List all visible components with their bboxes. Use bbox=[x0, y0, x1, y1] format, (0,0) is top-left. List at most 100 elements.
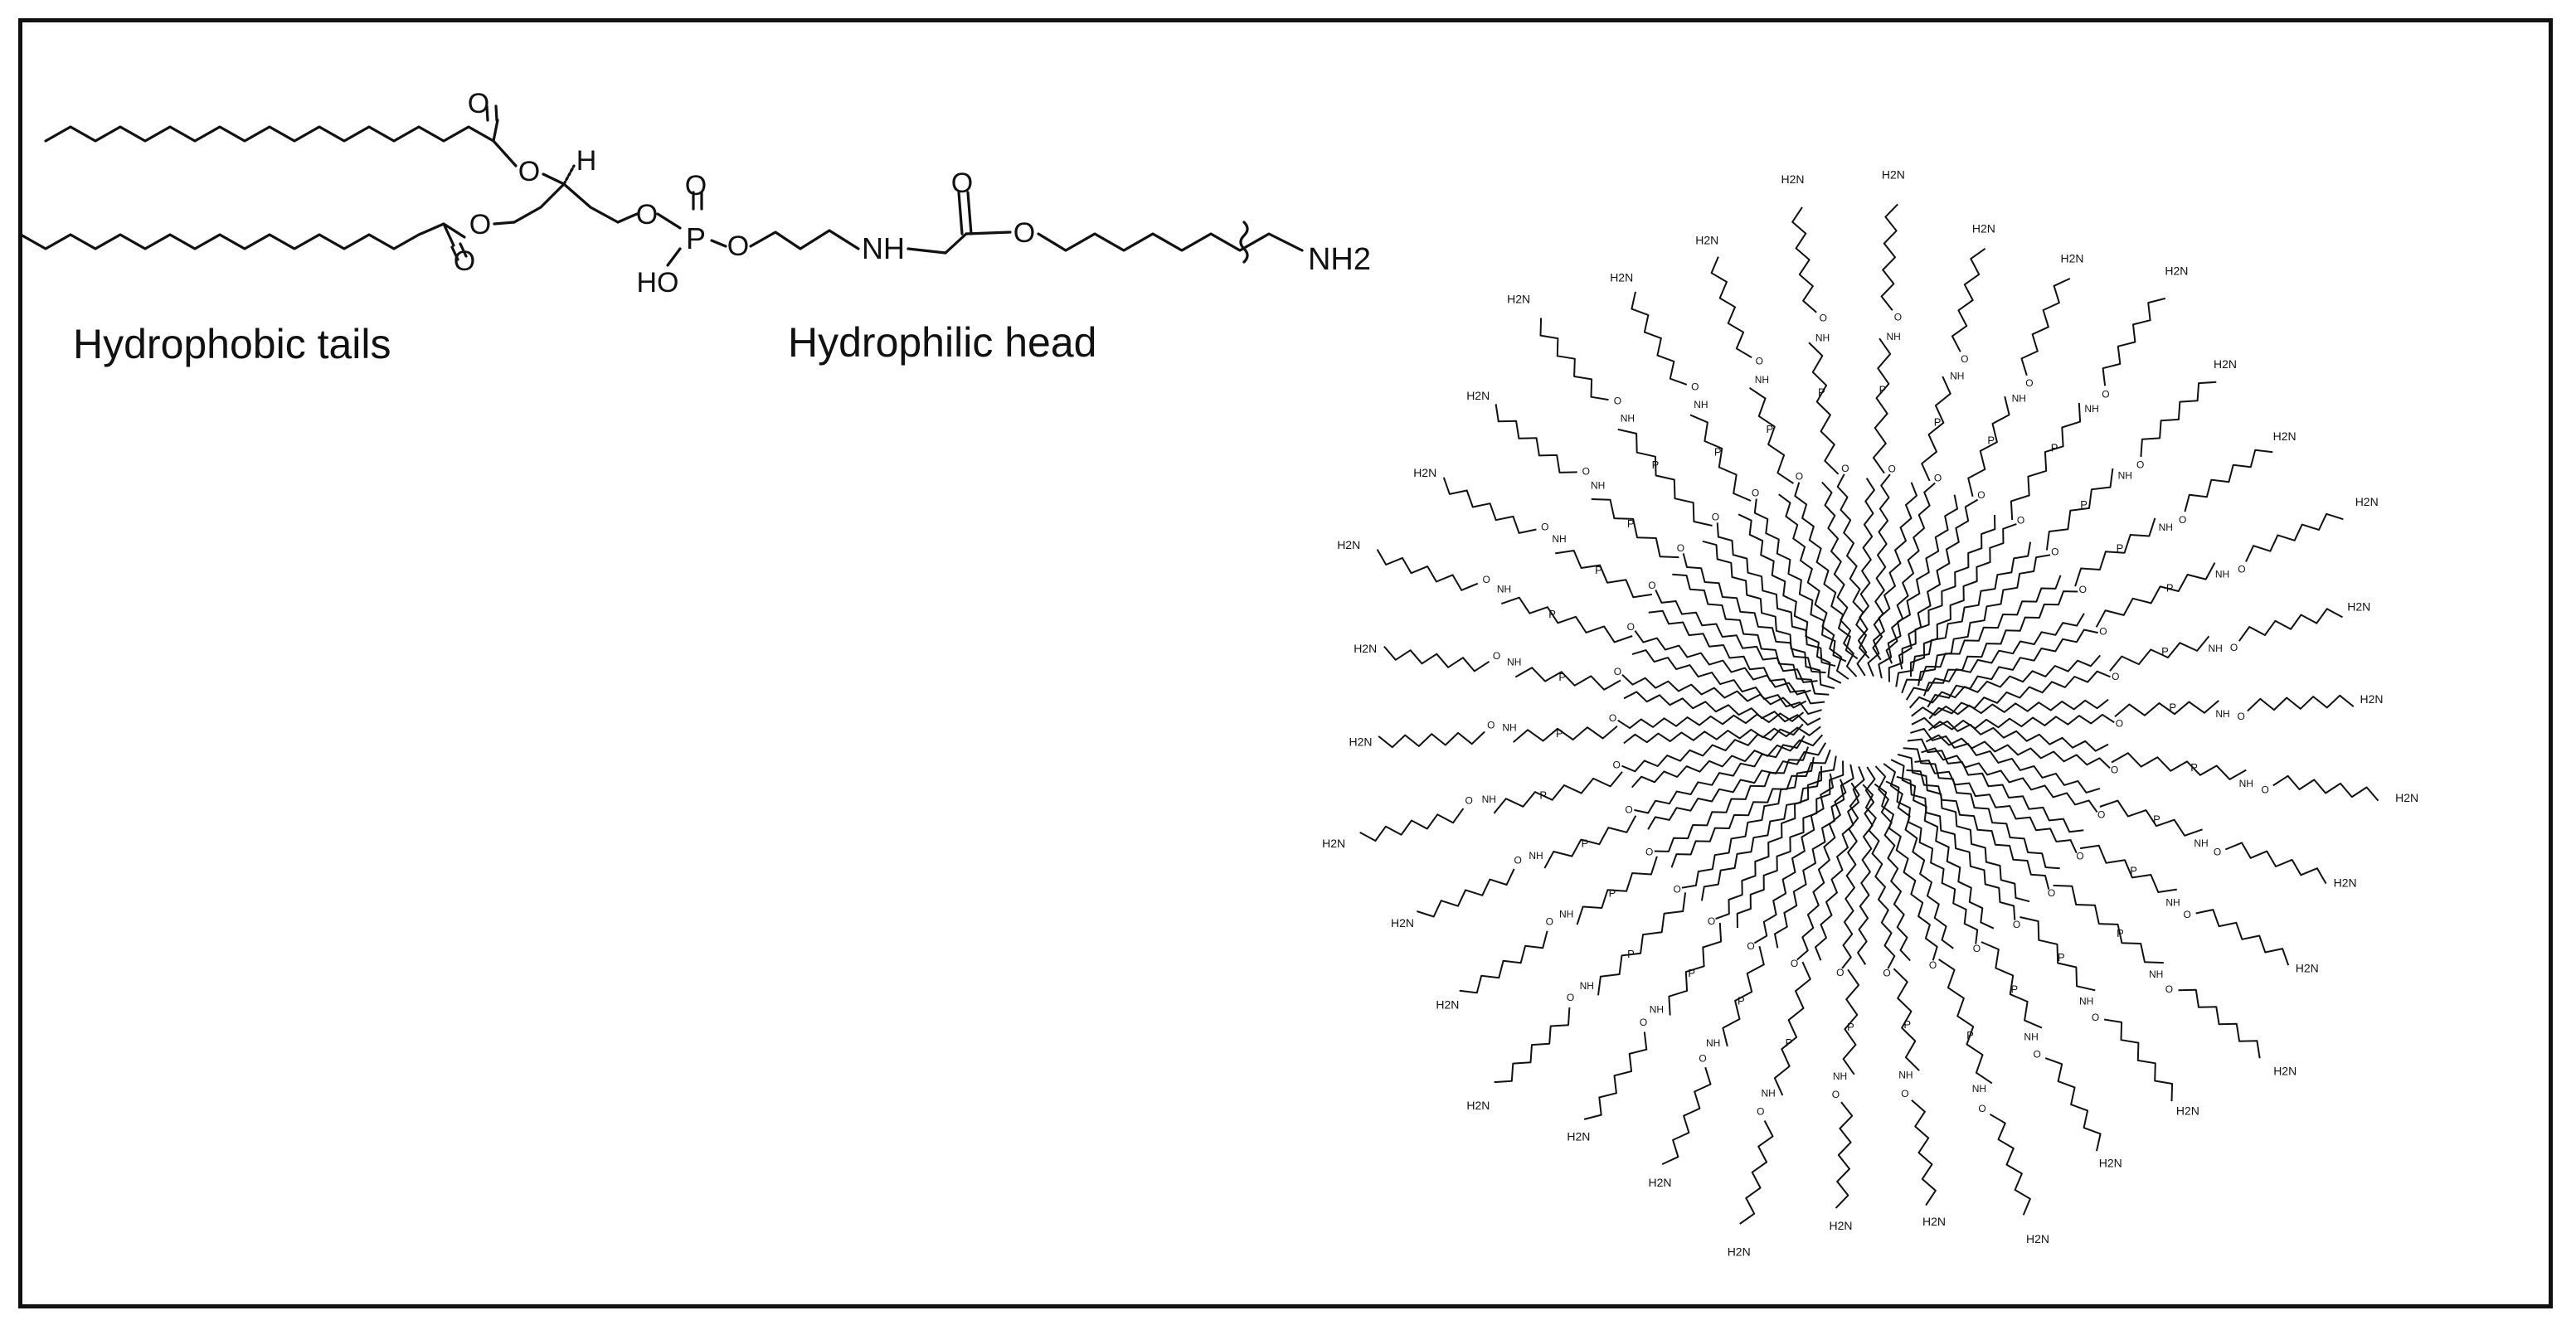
micelle-tail bbox=[1634, 630, 1811, 696]
micelle-lipid bbox=[1835, 766, 1876, 1209]
micelle-carbamate-oxygen: O bbox=[1546, 916, 1553, 928]
micelle-carbamate-oxygen: O bbox=[2262, 784, 2269, 795]
micelle-lipid bbox=[1908, 608, 2343, 720]
micelle-spacer bbox=[1911, 1099, 1937, 1206]
micelle-ester-oxygen: O bbox=[1888, 463, 1896, 474]
micelle-ester-oxygen: O bbox=[2017, 514, 2024, 526]
micelle-carbamate-oxygen: O bbox=[1961, 353, 1968, 365]
micelle-spacer bbox=[1710, 256, 1752, 358]
micelle-carbamate-oxygen: O bbox=[1483, 574, 1490, 585]
micelle-tail bbox=[1681, 756, 1815, 889]
micelle-tail bbox=[1631, 649, 1822, 716]
micelle-tail bbox=[1736, 760, 1845, 929]
micelle-carbamate-oxygen: O bbox=[2025, 377, 2033, 389]
micelle-tail bbox=[1794, 482, 1859, 660]
micelle-phosphorus: P bbox=[2117, 927, 2124, 939]
micelle-headgroup-linker bbox=[1668, 922, 1723, 1016]
micelle-tail bbox=[1917, 554, 2051, 687]
upper-carbonyl-stem bbox=[492, 119, 499, 143]
micelle-terminal-amine: H2N bbox=[2355, 495, 2379, 508]
micelle-phosphorus: P bbox=[2153, 813, 2160, 825]
micelle-headgroup-linker bbox=[2074, 517, 2156, 587]
lower-ester-link bbox=[442, 222, 466, 239]
micelle-terminal-amine: H2N bbox=[1882, 168, 1905, 182]
micelle-carbamate-oxygen: O bbox=[2092, 1012, 2099, 1023]
micelle-spacer bbox=[1442, 477, 1537, 534]
carbamate-o-bond bbox=[965, 231, 1012, 235]
atom-h-stereo: H bbox=[576, 145, 597, 177]
micelle-tail bbox=[1815, 766, 1865, 961]
micelle-ester-oxygen: O bbox=[1977, 489, 1985, 501]
micelle-lipid bbox=[1862, 765, 1937, 1206]
hydrophilic-head-label: Hydrophilic head bbox=[788, 319, 1097, 366]
micelle-tail bbox=[1621, 673, 1807, 709]
micelle-terminal-amine: H2N bbox=[1436, 998, 1459, 1012]
micelle-tail bbox=[1634, 735, 1806, 814]
micelle-carbamate-oxygen: O bbox=[2179, 514, 2186, 526]
micelle-carbamate-oxygen: O bbox=[2214, 847, 2221, 858]
micelle-tail bbox=[1672, 573, 1830, 696]
upper-ester-bond bbox=[492, 139, 518, 167]
micelle-phosphorus: P bbox=[1714, 446, 1722, 459]
micelle-spacer bbox=[2224, 842, 2327, 885]
micelle-amide-nh: NH bbox=[2159, 522, 2173, 533]
micelle-ester-oxygen: O bbox=[1627, 621, 1635, 633]
micelle-tail bbox=[1885, 482, 1936, 664]
micelle-tail bbox=[1648, 609, 1825, 705]
atom-p: P bbox=[686, 221, 706, 255]
micelle-ester-oxygen: O bbox=[1614, 666, 1621, 677]
micelle-ester-oxygen: O bbox=[1625, 804, 1632, 816]
micelle-phosphorus: P bbox=[1609, 886, 1616, 899]
micelle-phosphorus: P bbox=[1903, 1018, 1911, 1031]
micelle-tail bbox=[1753, 498, 1847, 663]
micelle-tail bbox=[1921, 747, 2098, 813]
micelle-tail bbox=[1878, 494, 1958, 679]
atom-o-glycerol-phosphate: O bbox=[636, 199, 658, 231]
micelle-carbamate-oxygen: O bbox=[2238, 711, 2245, 722]
micelle-tail bbox=[1856, 478, 1875, 677]
micelle: OPNHOH2NOPNHOH2NOPNHOH2NOPNHOH2NOPNHOH2N… bbox=[1322, 168, 2418, 1259]
micelle-tail bbox=[1778, 493, 1849, 680]
micelle-headgroup-linker bbox=[2053, 884, 2164, 964]
micelle-headgroup-linker bbox=[1576, 856, 1658, 925]
micelle-spacer bbox=[2247, 694, 2355, 712]
upper-ester-link bbox=[542, 172, 566, 186]
micelle-ester-oxygen: O bbox=[1973, 943, 1981, 954]
atom-nh2-terminal: NH2 bbox=[1308, 242, 1371, 277]
micelle-tail bbox=[1890, 759, 1995, 930]
micelle-terminal-amine: H2N bbox=[1922, 1215, 1946, 1228]
atom-o-lower-ester: O bbox=[469, 209, 491, 240]
micelle-terminal-amine: H2N bbox=[2273, 1065, 2297, 1078]
micelle-lipid bbox=[1903, 747, 2261, 1059]
micelle-tail bbox=[1621, 723, 1804, 773]
micelle-lipid bbox=[1495, 404, 1830, 696]
micelle-carbamate-oxygen: O bbox=[1465, 794, 1473, 806]
micelle-terminal-amine: H2N bbox=[2347, 599, 2370, 613]
micelle-carbamate-oxygen: O bbox=[1640, 1017, 1647, 1028]
micelle-carbamate-oxygen: O bbox=[2184, 909, 2191, 920]
micelle-phosphorus: P bbox=[2051, 442, 2058, 454]
micelle-lipid bbox=[1867, 247, 1986, 677]
micelle-ester-oxygen: O bbox=[1708, 915, 1715, 927]
micelle-ester-oxygen: O bbox=[1752, 487, 1759, 498]
figure-frame bbox=[18, 18, 2553, 1308]
micelle-carbamate-oxygen: O bbox=[2034, 1049, 2041, 1061]
micelle-ester-oxygen: O bbox=[1791, 958, 1798, 969]
atom-o-carbamate-ester: O bbox=[1013, 217, 1035, 249]
micelle-amide-nh: NH bbox=[1706, 1037, 1720, 1049]
micelle-tail bbox=[1928, 670, 2111, 720]
micelle-lipid bbox=[1539, 318, 1836, 690]
micelle-amide-nh: NH bbox=[1482, 794, 1496, 805]
micelle-spacer bbox=[1459, 930, 1548, 994]
micelle-lipid bbox=[1631, 291, 1847, 684]
micelle-carbamate-oxygen: O bbox=[1487, 719, 1495, 731]
micelle-phosphorus: P bbox=[2190, 761, 2198, 774]
micelle-ester-oxygen: O bbox=[1712, 512, 1719, 523]
micelle-spacer bbox=[1583, 1031, 1648, 1120]
micelle-tail bbox=[1841, 782, 1860, 969]
micelle-amide-nh: NH bbox=[2239, 778, 2253, 789]
micelle-phosphorus: P bbox=[1582, 837, 1589, 850]
micelle-spacer bbox=[1880, 203, 1898, 311]
micelle-terminal-amine: H2N bbox=[2026, 1232, 2049, 1245]
atom-o-upper-carbonyl: O bbox=[468, 88, 489, 119]
